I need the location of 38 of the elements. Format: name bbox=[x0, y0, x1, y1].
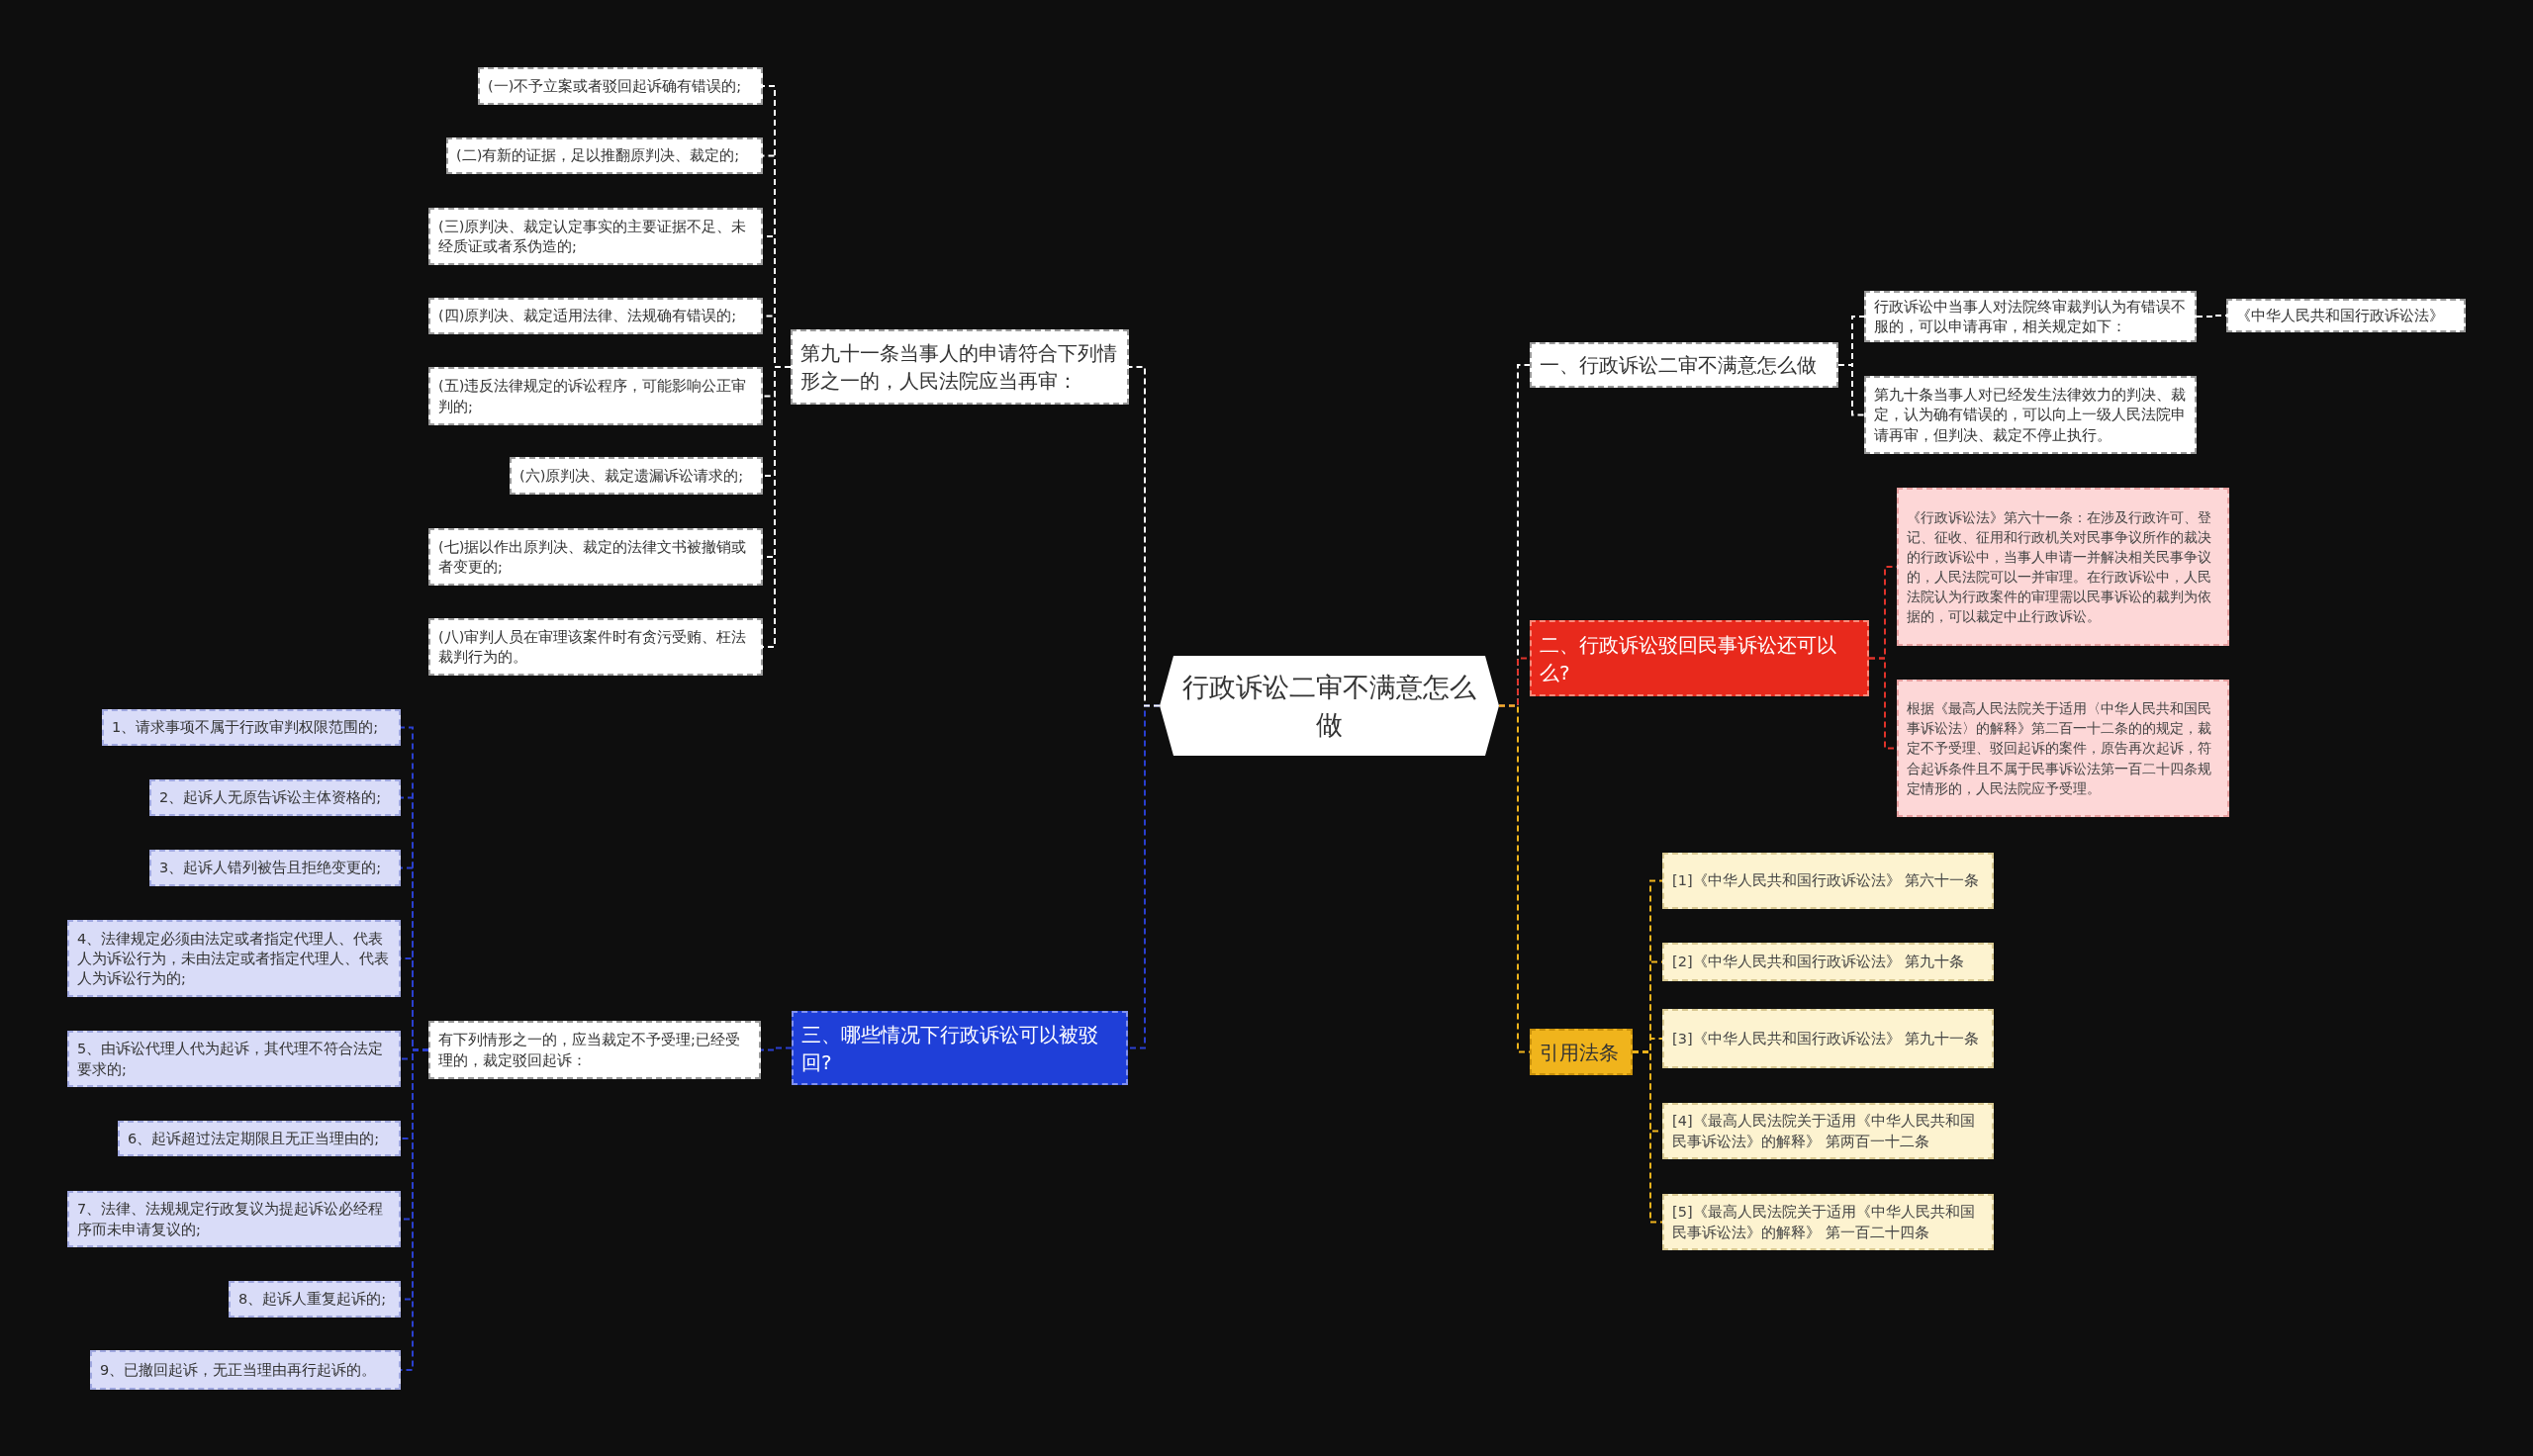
note-box: 8、起诉人重复起诉的; bbox=[229, 1281, 401, 1318]
note-box: 行政诉讼中当事人对法院终审裁判认为有错误不服的，可以申请再审，相关规定如下： bbox=[1864, 291, 2197, 342]
note-box: (六)原判决、裁定遗漏诉讼请求的; bbox=[510, 457, 763, 495]
note-box: 9、已撤回起诉，无正当理由再行起诉的。 bbox=[90, 1350, 401, 1390]
note-box: 有下列情形之一的，应当裁定不予受理;已经受理的，裁定驳回起诉： bbox=[428, 1021, 761, 1079]
note-box: 第九十条当事人对已经发生法律效力的判决、裁定，认为确有错误的，可以向上一级人民法院申请再审，但判决、裁定不停止执行。 bbox=[1864, 376, 2197, 454]
connector-line bbox=[760, 1046, 793, 1051]
note-box: 2、起诉人无原告诉讼主体资格的; bbox=[149, 779, 401, 816]
note-box: [3]《中华人民共和国行政诉讼法》 第九十一条 bbox=[1662, 1009, 1994, 1068]
branch-topic: 引用法条 bbox=[1530, 1029, 1633, 1075]
note-box: [5]《最高人民法院关于适用《中华人民共和国民事诉讼法》的解释》 第一百二十四条 bbox=[1662, 1194, 1994, 1250]
note-box: 4、法律规定必须由法定或者指定代理人、代表人为诉讼行为，未由法定或者指定代理人、代表人为诉讼行为的; bbox=[67, 920, 401, 997]
branch-topic: 一、行政诉讼二审不满意怎么做 bbox=[1530, 342, 1838, 388]
note-box: 根据《最高人民法院关于适用〈中华人民共和国民事诉讼法〉的解释》第二百一十二条的的规定，裁定不予受理、驳回起诉的案件，原告再次起诉，符合起诉条件且不属于民事诉讼法第一百二十四条规定情形的，人民法院应予受理。 bbox=[1897, 680, 2229, 817]
note-box: (七)据以作出原判决、裁定的法律文书被撤销或者变更的; bbox=[428, 528, 763, 586]
note-box: [2]《中华人民共和国行政诉讼法》 第九十条 bbox=[1662, 943, 1994, 981]
connector-line bbox=[1837, 364, 1865, 416]
note-box: (五)违反法律规定的诉讼程序，可能影响公正审判的; bbox=[428, 367, 763, 425]
note-box: (四)原判决、裁定适用法律、法规确有错误的; bbox=[428, 298, 763, 334]
branch-topic: 二、行政诉讼驳回民事诉讼还可以么? bbox=[1530, 620, 1869, 696]
note-box: 7、法律、法规规定行政复议为提起诉讼必经程序而未申请复议的; bbox=[67, 1191, 401, 1247]
note-box: 3、起诉人错列被告且拒绝变更的; bbox=[149, 850, 401, 886]
connector-line bbox=[1128, 366, 1161, 707]
note-box: 1、请求事项不属于行政审判权限范围的; bbox=[102, 709, 401, 746]
note-box: (三)原判决、裁定认定事实的主要证据不足、未经质证或者系伪造的; bbox=[428, 208, 763, 265]
note-box: (一)不予立案或者驳回起诉确有错误的; bbox=[478, 67, 763, 105]
connector-line bbox=[1632, 1050, 1663, 1224]
branch-topic: 第九十一条当事人的申请符合下列情形之一的，人民法院应当再审： bbox=[791, 329, 1129, 405]
note-box: [4]《最高人民法院关于适用《中华人民共和国民事诉讼法》的解释》 第两百一十二条 bbox=[1662, 1103, 1994, 1159]
note-box: 6、起诉超过法定期限且无正当理由的; bbox=[118, 1121, 401, 1156]
note-box: [1]《中华人民共和国行政诉讼法》 第六十一条 bbox=[1662, 853, 1994, 909]
note-box: 《行政诉讼法》第六十一条：在涉及行政许可、登记、征收、征用和行政机关对民事争议所作的裁决的行政诉讼中，当事人申请一并解决相关民事争议的，人民法院可以一并审理。在行政诉讼中，人民法院认为行政案件的审理需以民事诉讼的裁判为依据的，可以裁定中止行政诉讼。 bbox=[1897, 488, 2229, 646]
note-box: (八)审判人员在审理该案件时有贪污受贿、枉法裁判行为的。 bbox=[428, 618, 763, 676]
branch-topic: 三、哪些情况下行政诉讼可以被驳回? bbox=[792, 1011, 1128, 1085]
note-box: 《中华人民共和国行政诉讼法》 bbox=[2226, 299, 2466, 332]
note-box: 5、由诉讼代理人代为起诉，其代理不符合法定要求的; bbox=[67, 1031, 401, 1087]
note-box: (二)有新的证据，足以推翻原判决、裁定的; bbox=[446, 137, 763, 174]
central-topic: 行政诉讼二审不满意怎么做 bbox=[1160, 656, 1499, 756]
